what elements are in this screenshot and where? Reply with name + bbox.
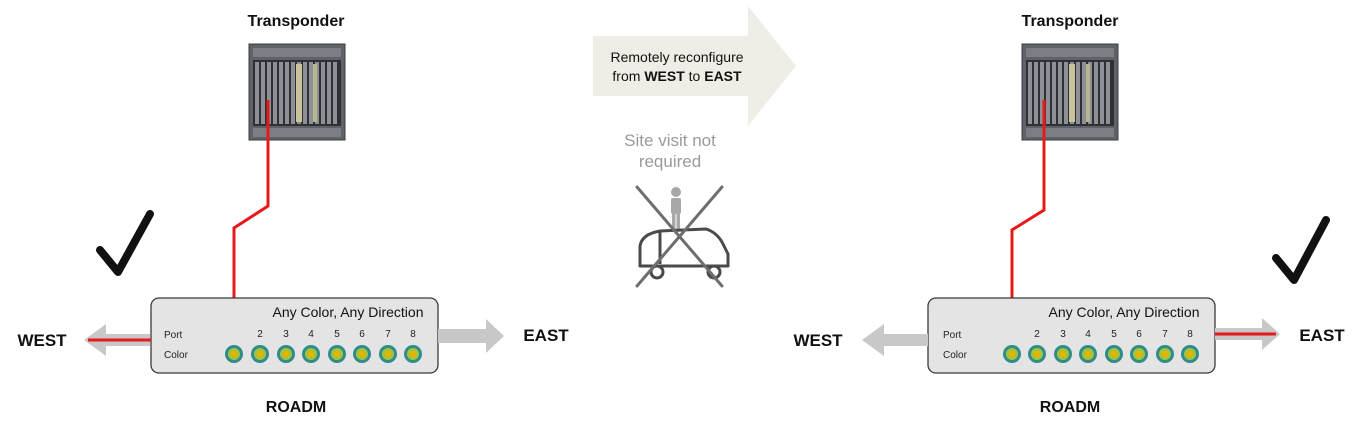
left-port-number: 4 [308,329,314,340]
right-transponder-chassis-icon [1021,43,1119,141]
callout-from-west: WEST [644,68,685,84]
left-color-ports [225,345,422,363]
callout-to-east: EAST [704,68,742,84]
cross-out-icon [635,185,724,288]
right-east-label: EAST [1299,326,1345,345]
right-port-number: 2 [1034,329,1040,340]
right-roadm-title: Any Color, Any Direction [1049,304,1200,320]
left-fiber-jumper [232,100,270,354]
left-port-label: Port [164,330,183,341]
left-panel: Transponder Any Color, Any D [17,13,569,416]
right-port-number: 5 [1111,329,1117,340]
right-transponder-label: Transponder [1022,13,1119,30]
left-roadm-title: Any Color, Any Direction [273,304,424,320]
color-port-icon [1028,345,1046,363]
callout-line-1: Remotely reconfigure [610,49,743,65]
color-port-icon [353,345,371,363]
right-west-label: WEST [793,331,843,350]
color-port-icon [1181,345,1199,363]
left-port-number: 8 [410,329,416,340]
left-port-number: 3 [283,329,289,340]
callout-to-word: to [685,68,704,84]
left-port-number: 7 [385,329,391,340]
right-port-number: 7 [1162,329,1168,340]
left-roadm-label: ROADM [266,399,326,416]
right-port-number: 3 [1060,329,1066,340]
right-color-label: Color [943,350,968,361]
left-transponder-chassis-icon [248,43,346,141]
right-fiber-jumper [1010,100,1046,354]
left-east-label: EAST [523,326,569,345]
color-port-icon [1156,345,1174,363]
color-port-icon [1130,345,1148,363]
middle-section: Remotely reconfigure from WEST to EAST S… [593,6,796,288]
right-port-number: 8 [1187,329,1193,340]
color-port-icon [1079,345,1097,363]
right-panel: Transponder Any Color, Any D [793,13,1345,416]
left-port-number: 5 [334,329,340,340]
right-port-number: 4 [1085,329,1091,340]
reconfigure-callout-arrow [593,6,796,126]
left-west-label: WEST [17,331,67,350]
color-port-icon [302,345,320,363]
service-van-icon [638,227,730,280]
right-roadm-label: ROADM [1040,399,1100,416]
site-visit-note-line-1: Site visit not [624,131,716,150]
check-mark-icon [96,210,154,276]
technician-icon [671,187,681,229]
left-port-number: 2 [257,329,263,340]
site-visit-note-line-2: required [639,152,701,171]
color-port-icon [225,345,243,363]
color-port-icon [1054,345,1072,363]
left-east-arrow [438,319,504,353]
color-port-icon [379,345,397,363]
right-port-numbers: 2 3 4 5 6 7 8 [1034,329,1193,340]
color-port-icon [277,345,295,363]
color-port-icon [251,345,269,363]
right-port-label: Port [943,330,962,341]
right-west-arrow [862,324,928,356]
left-transponder-label: Transponder [248,13,345,30]
right-port-number: 6 [1136,329,1142,340]
color-port-icon [404,345,422,363]
color-port-icon [1003,345,1021,363]
callout-line-2: from WEST to EAST [612,68,742,84]
left-port-number: 6 [359,329,365,340]
color-port-icon [1105,345,1123,363]
left-port-numbers: 2 3 4 5 6 7 8 [257,329,416,340]
left-color-label: Color [164,350,189,361]
callout-from-prefix: from [612,68,644,84]
right-color-ports [1003,345,1199,363]
color-port-icon [328,345,346,363]
check-mark-icon [1272,216,1330,284]
